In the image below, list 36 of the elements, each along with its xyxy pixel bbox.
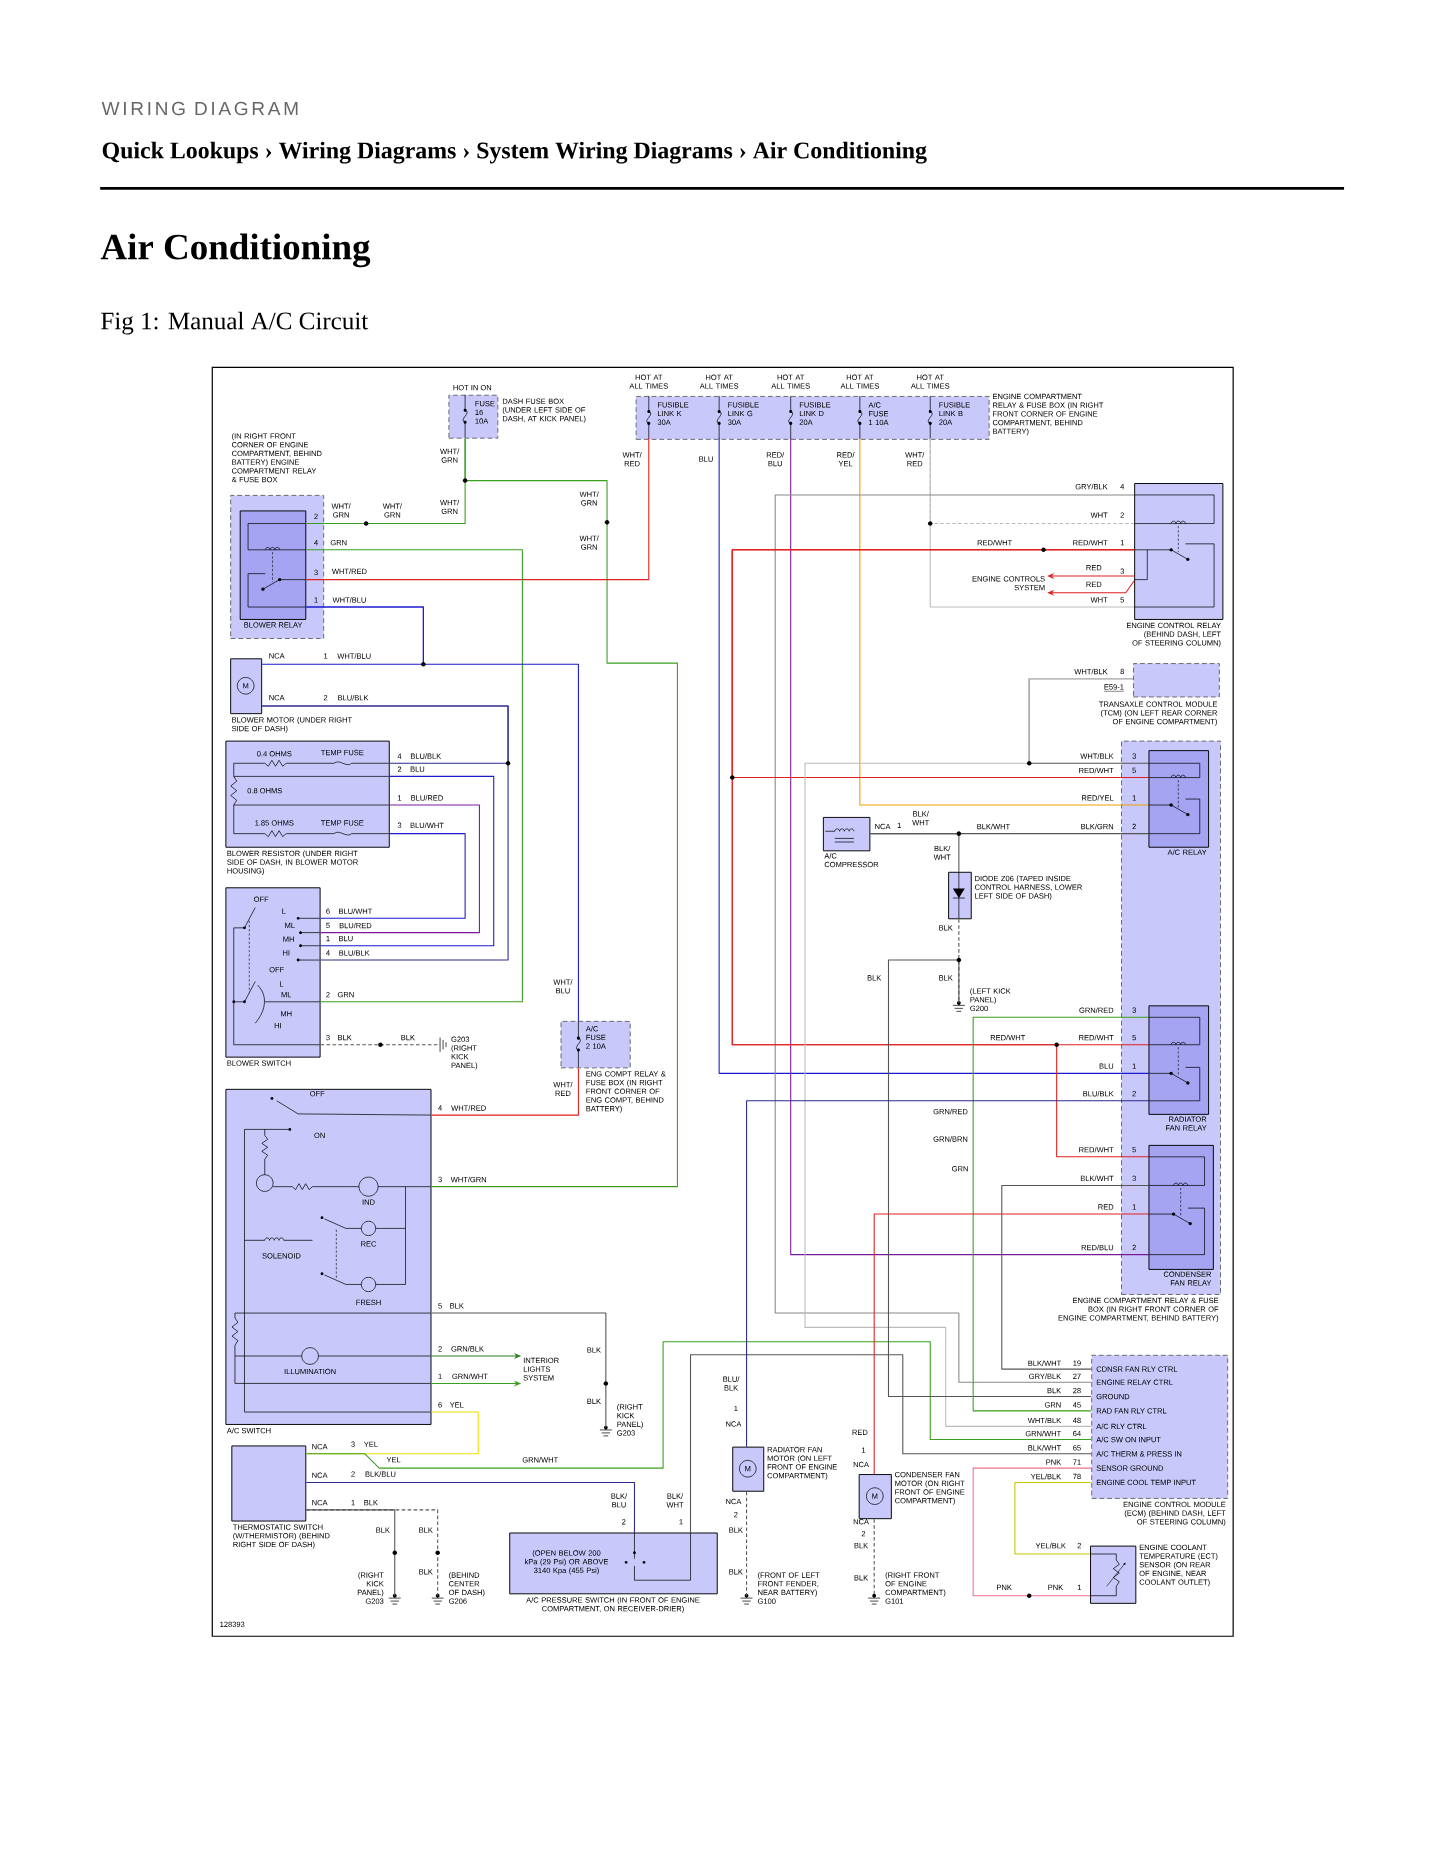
- wire: [774, 494, 1135, 1383]
- wire: [804, 678, 1134, 1427]
- wire: [745, 1100, 1149, 1448]
- wire: [1014, 1481, 1092, 1555]
- wire: [305, 549, 523, 1003]
- wire: [731, 549, 1149, 1158]
- wire: [305, 1509, 438, 1597]
- wire: [718, 437, 1149, 1074]
- wire: [789, 437, 1149, 1256]
- wire: [972, 1467, 1092, 1597]
- wire: [305, 1341, 1092, 1469]
- wire: [1001, 1184, 1149, 1370]
- wire: [689, 1354, 1092, 1534]
- wire: [305, 437, 650, 581]
- figure-caption: Fig 1: Manual A/C Circuit: [100, 311, 368, 335]
- wire: [929, 437, 1135, 608]
- wire: [430, 1067, 579, 1116]
- wire: [869, 833, 960, 873]
- wire: [745, 1491, 747, 1597]
- wire: [859, 437, 1149, 806]
- wire: [319, 775, 495, 947]
- wire: [873, 1518, 875, 1597]
- wire: [887, 959, 1092, 1398]
- wire: [305, 606, 579, 1022]
- wire: [261, 705, 509, 961]
- page-title: Air Conditioning: [100, 233, 370, 268]
- wire: [972, 1016, 1149, 1412]
- page-kicker: WIRING DIAGRAM: [101, 101, 298, 116]
- wire: [319, 1044, 441, 1046]
- wire: [319, 833, 466, 919]
- wire: [305, 1481, 635, 1534]
- wire: [430, 438, 678, 1188]
- breadcrumb: Quick Lookups › Wiring Diagrams › System Wiring Diagrams › Air Conditioning: [102, 141, 927, 164]
- wire: [430, 1312, 607, 1429]
- wire: [319, 804, 480, 934]
- wire: [873, 1213, 1149, 1475]
